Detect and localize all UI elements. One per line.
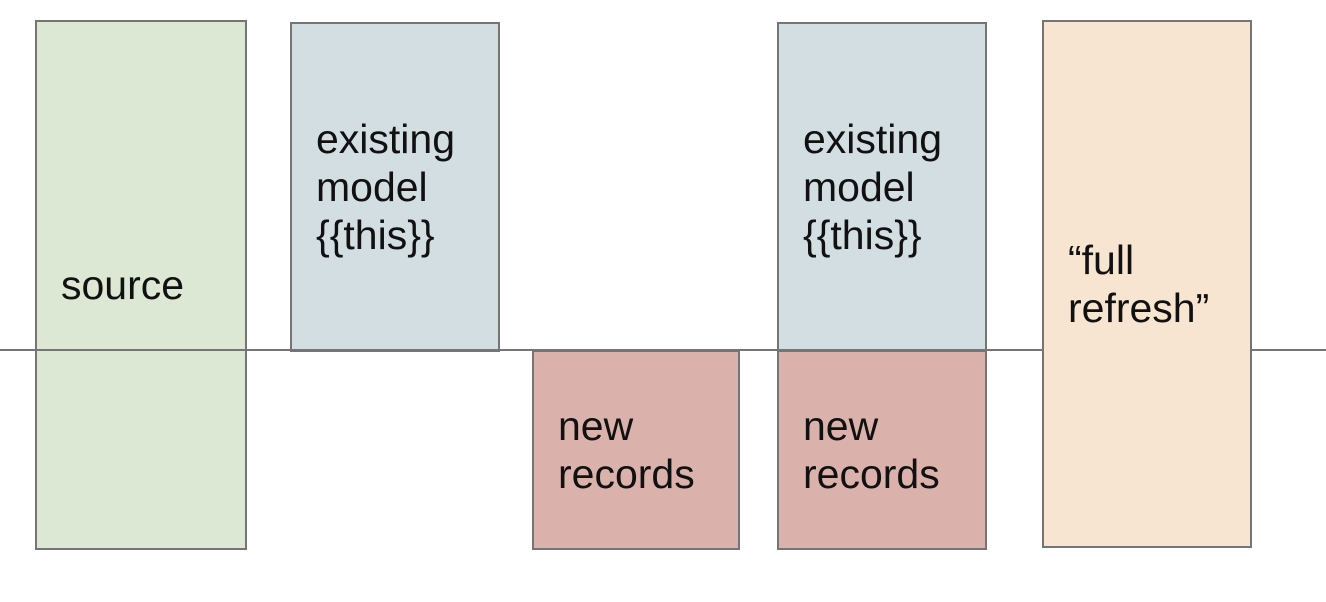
- full-refresh-box: “full refresh”: [1042, 20, 1252, 548]
- existing-model-box-2-label: existing model {{this}}: [803, 116, 943, 258]
- full-refresh-box-label: “full refresh”: [1068, 237, 1210, 331]
- baseline-divider: [0, 349, 1326, 351]
- existing-model-box-1-label: existing model {{this}}: [316, 116, 456, 258]
- new-records-box-2: new records: [777, 350, 987, 550]
- existing-model-box-2: existing model {{this}}: [777, 22, 987, 352]
- new-records-box-2-label: new records: [803, 403, 940, 497]
- source-box-label: source: [61, 262, 185, 308]
- new-records-box-1: new records: [532, 350, 740, 550]
- source-box: source: [35, 20, 247, 550]
- new-records-box-1-label: new records: [558, 403, 695, 497]
- existing-model-box-1: existing model {{this}}: [290, 22, 500, 352]
